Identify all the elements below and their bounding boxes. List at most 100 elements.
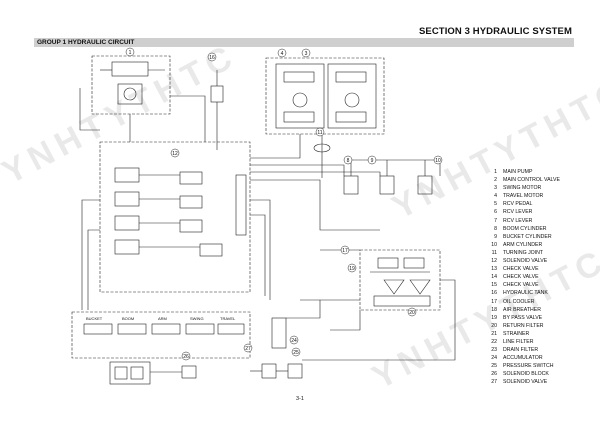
legend-item: 17 OIL COOLER — [484, 298, 594, 306]
svg-text:16: 16 — [209, 55, 215, 61]
legend-label: SOLENOID VALVE — [503, 379, 548, 386]
svg-text:1: 1 — [129, 50, 132, 56]
legend-item: 23 DRAIN FILTER — [484, 346, 594, 354]
legend-number: 8 — [494, 225, 497, 232]
arm-cylinder — [417, 175, 433, 195]
callout-3: 3 — [301, 48, 311, 58]
legend-number: 11 — [491, 249, 497, 256]
legend-item: 10 ARM CYLINDER — [484, 241, 594, 249]
legend-number: 26 — [491, 371, 497, 378]
callout-20: 20 — [407, 307, 417, 317]
pump-regulator-box — [91, 55, 171, 115]
callout-12: 12 — [170, 148, 180, 158]
legend-label: ACCUMULATOR — [503, 355, 543, 362]
group-title-bar: GROUP 1 HYDRAULIC CIRCUIT — [34, 38, 574, 47]
rcv-swing-label: SWING — [190, 316, 204, 321]
rcv-lever-block — [71, 311, 251, 359]
svg-text:17: 17 — [342, 248, 348, 254]
legend-number: 25 — [491, 363, 497, 370]
group-title: GROUP 1 HYDRAULIC CIRCUIT — [37, 39, 135, 46]
legend-label: TURNING JOINT — [503, 249, 544, 256]
legend-label: TRAVEL MOTOR — [503, 193, 544, 200]
legend-label: HYDRAULIC TANK — [503, 290, 548, 297]
travel-motor-box — [265, 57, 385, 135]
legend-label: CHECK VALVE — [503, 274, 539, 281]
legend-item: 13 CHECK VALVE — [484, 265, 594, 273]
svg-text:24: 24 — [291, 338, 297, 344]
legend-label: CHECK VALVE — [503, 282, 539, 289]
legend-label: CHECK VALVE — [503, 266, 539, 273]
rcv-arm-label: ARM — [158, 316, 167, 321]
legend-label: LINE FILTER — [503, 338, 534, 345]
legend-label: MAIN CONTROL VALVE — [503, 177, 560, 184]
tank-cylinder — [210, 85, 224, 103]
legend-number: 23 — [491, 347, 497, 354]
legend-number: 22 — [491, 338, 497, 345]
svg-text:8: 8 — [347, 158, 350, 164]
legend-label: BY PASS VALVE — [503, 314, 543, 321]
svg-text:9: 9 — [371, 158, 374, 164]
page-number: 3-1 — [296, 396, 304, 402]
legend-number: 1 — [494, 169, 497, 175]
legend-number: 6 — [494, 209, 497, 216]
legend-number: 17 — [491, 298, 497, 305]
svg-text:27: 27 — [245, 346, 251, 352]
callout-27: 27 — [243, 343, 253, 353]
callout-24: 24 — [289, 335, 299, 345]
line-filter — [271, 317, 287, 349]
legend-label: DRAIN FILTER — [503, 347, 539, 354]
svg-text:19: 19 — [349, 266, 355, 272]
legend-label: STRAINER — [503, 330, 530, 337]
legend-label: ARM CYLINDER — [503, 241, 543, 248]
legend-item: 15 CHECK VALVE — [484, 281, 594, 289]
legend-item: 8 BOOM CYLINDER — [484, 225, 594, 233]
legend-label: MAIN PUMP — [503, 169, 533, 175]
legend-item: 11 TURNING JOINT — [484, 249, 594, 257]
legend-item: 27 SOLENOID VALVE — [484, 378, 594, 386]
legend-number: 15 — [491, 282, 497, 289]
callout-17: 17 — [340, 245, 350, 255]
legend-number: 12 — [491, 258, 497, 265]
legend-number: 10 — [491, 241, 497, 248]
legend-number: 7 — [494, 217, 497, 224]
svg-text:12: 12 — [172, 151, 178, 157]
legend-number: 20 — [491, 322, 497, 329]
callout-25: 25 — [291, 347, 301, 357]
legend-label: BOOM CYLINDER — [503, 225, 547, 232]
accumulator — [261, 363, 277, 379]
legend-number: 18 — [491, 306, 497, 313]
callout-16: 16 — [207, 52, 217, 62]
callout-19: 19 — [347, 263, 357, 273]
legend-number: 27 — [491, 379, 497, 386]
rcv-boom-label: BOOM — [122, 316, 134, 321]
legend-item: 21 STRAINER — [484, 330, 594, 338]
main-control-valve — [99, 141, 251, 293]
legend-item: 1 MAIN PUMP — [484, 168, 594, 176]
svg-text:20: 20 — [409, 310, 415, 316]
legend-label: RCV LEVER — [503, 217, 533, 224]
legend-label: OIL COOLER — [503, 298, 535, 305]
legend-number: 14 — [491, 274, 497, 281]
legend-number: 21 — [491, 330, 497, 337]
callout-9: 9 — [367, 155, 377, 165]
legend-label: BUCKET CYLINDER — [503, 233, 552, 240]
callout-11: 11 — [315, 127, 325, 137]
rcv-bucket-label: BUCKET — [86, 316, 103, 321]
legend-number: 13 — [491, 266, 497, 273]
legend-item: 22 LINE FILTER — [484, 338, 594, 346]
callout-8: 8 — [343, 155, 353, 165]
